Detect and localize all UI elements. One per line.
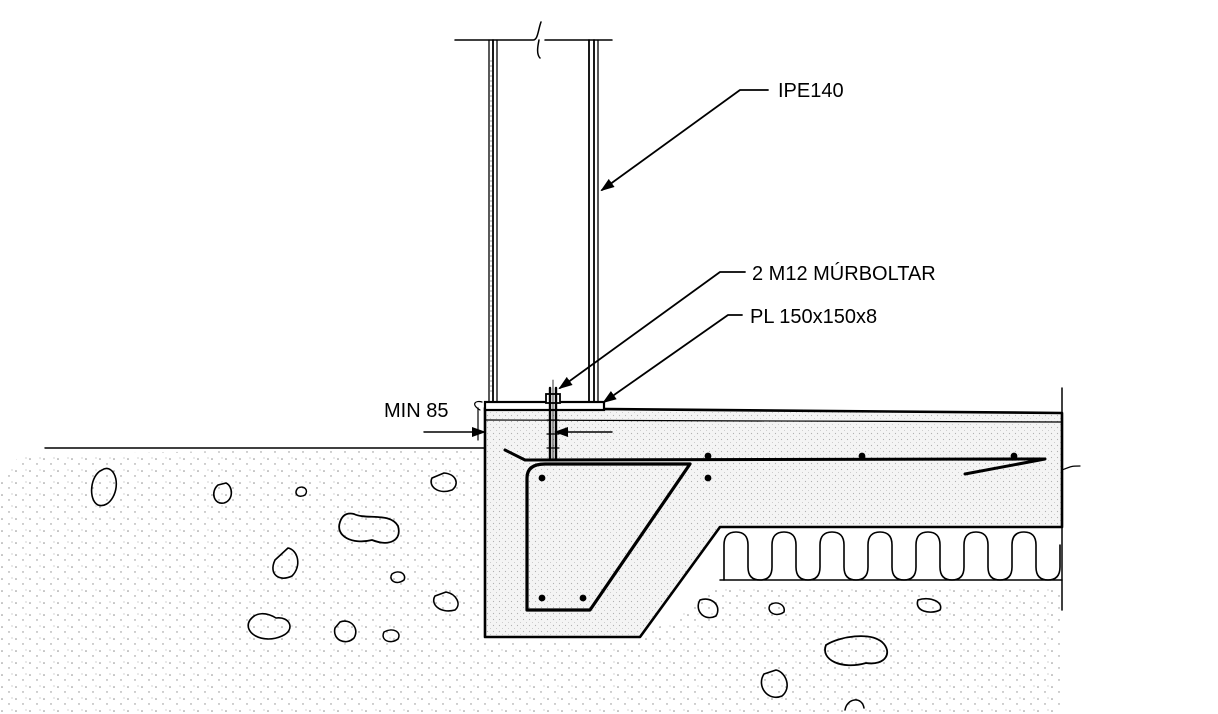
leader-bolts xyxy=(558,271,746,390)
leader-plate xyxy=(602,314,743,404)
steel-column xyxy=(454,21,613,404)
base-plate xyxy=(483,400,606,412)
label-ipe140: IPE140 xyxy=(778,80,844,102)
label-anchor-bolts: 2 M12 MÚRBOLTAR xyxy=(752,262,936,285)
insulation xyxy=(719,531,1063,581)
label-base-plate: PL 150x150x8 xyxy=(750,306,877,328)
dimension-min-85 xyxy=(423,400,613,441)
leader-ipe140 xyxy=(600,89,769,192)
label-min-85: MIN 85 xyxy=(384,400,448,422)
anchor-bolt xyxy=(545,379,561,462)
reinforcement xyxy=(503,448,1047,612)
ground xyxy=(0,447,1060,714)
